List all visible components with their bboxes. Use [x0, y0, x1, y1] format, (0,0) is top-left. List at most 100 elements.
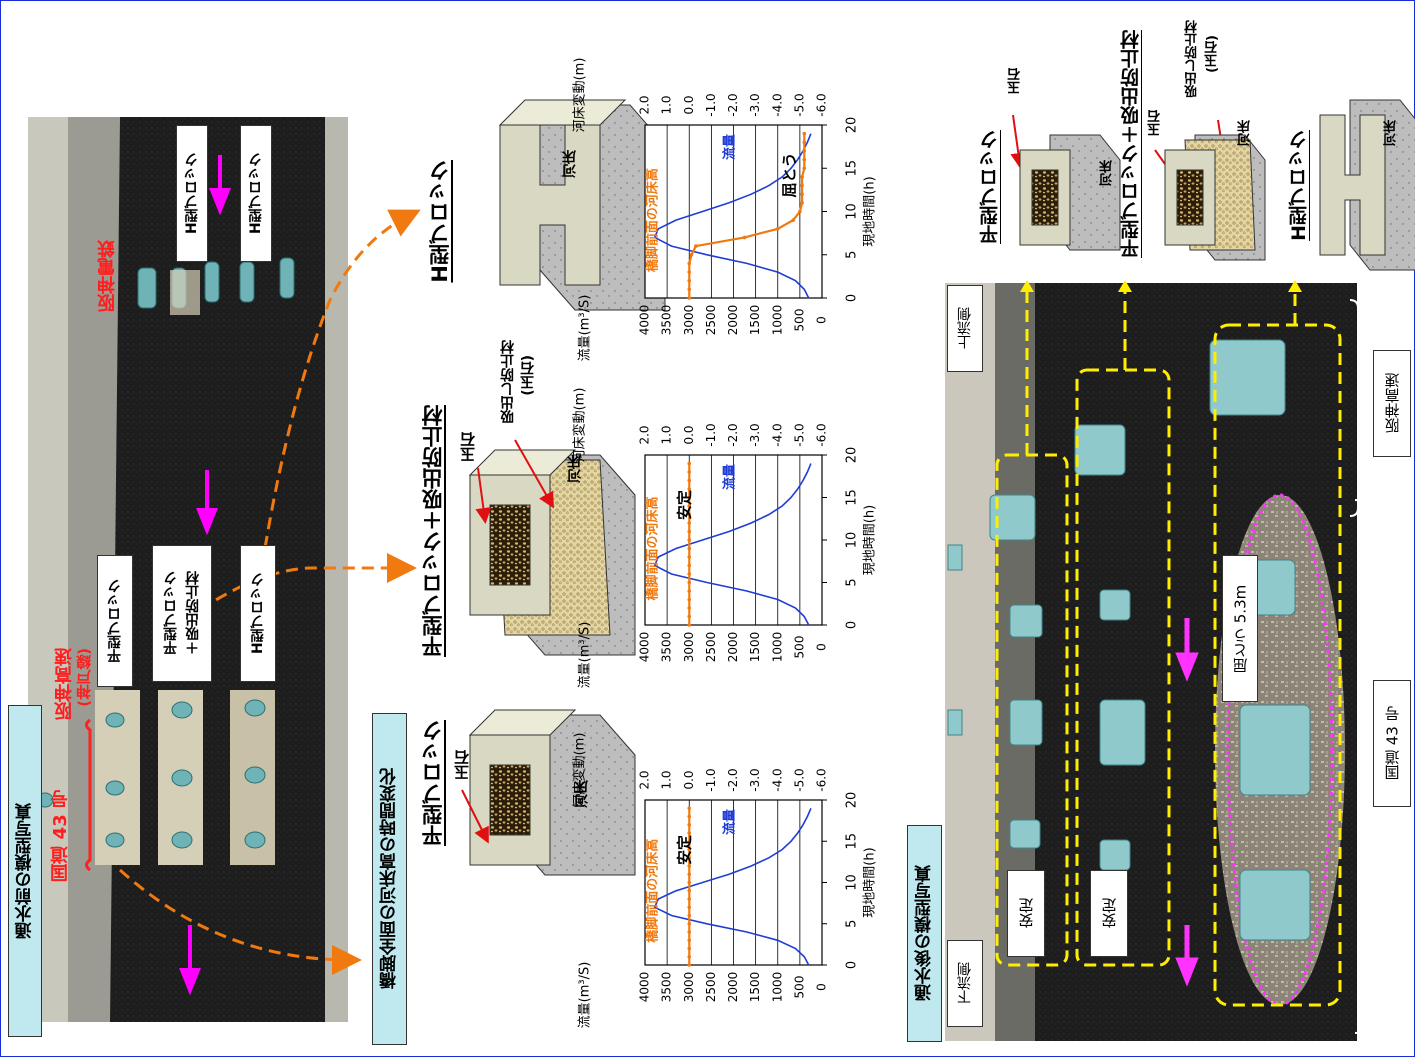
series-point	[687, 897, 692, 901]
right-tick-label: -6.0	[815, 768, 829, 791]
label-hanshin-after: 阪神高速	[1373, 350, 1411, 457]
series-point	[687, 538, 692, 542]
series-point	[694, 244, 698, 248]
right-riverbed-2: 河床	[1238, 120, 1253, 146]
left-tick-label: 3000	[682, 305, 696, 336]
title-flat-stop: 平型ブロック＋吸出防止材	[421, 405, 445, 657]
x-tick-label: 20	[845, 792, 860, 809]
series-point	[689, 252, 694, 257]
series-point	[687, 296, 692, 300]
block-diagram-h	[498, 99, 666, 311]
x-tick-label: 5	[845, 578, 860, 586]
left-tick-label: 1000	[770, 632, 784, 663]
right-stop-material: 吸出し防止材	[1185, 20, 1200, 98]
right-title-flat: 平型ブロック	[979, 130, 1001, 244]
x-tick-label: 5	[845, 920, 860, 928]
label-h-block-top2: H型ブロック	[240, 125, 272, 262]
stop-material-sub: (玉石)	[520, 355, 536, 396]
right-tick-label: -3.0	[748, 768, 762, 791]
left-tick-label: 2500	[704, 972, 718, 1003]
flow-label: 流量	[722, 809, 738, 835]
series-line	[653, 133, 812, 299]
label-downstream: 下流側	[947, 940, 983, 1027]
series-point	[687, 872, 692, 877]
series-point	[687, 606, 692, 610]
right-riverbed-1: 河床	[1100, 160, 1115, 186]
series-point	[802, 140, 807, 145]
right-tick-label: -2.0	[726, 93, 740, 116]
series-point	[687, 572, 692, 576]
left-tick-label: 1000	[770, 305, 784, 336]
flow-label: 流量	[722, 134, 738, 160]
x-tick-label: 20	[845, 447, 860, 464]
right-tick-label: -4.0	[770, 423, 784, 446]
right-tick-label: 2.0	[638, 95, 652, 114]
left-tick-label: 500	[792, 636, 806, 659]
series-point	[687, 597, 692, 602]
right-tick-label: -5.0	[792, 768, 806, 791]
series-point	[687, 512, 692, 517]
xlabel: 現地時間(h)	[863, 505, 878, 575]
series-point	[687, 495, 692, 500]
right-tick-label: 1.0	[660, 425, 674, 444]
panel-title-before: 通水前の模型写真	[8, 705, 42, 1037]
x-tick-label: 10	[845, 532, 860, 549]
series-point	[800, 175, 804, 179]
left-tick-label: 1000	[770, 972, 784, 1003]
series-point	[687, 261, 692, 266]
series-point	[687, 963, 692, 967]
right-stone-2: 玉石	[1148, 110, 1163, 136]
xlabel: 現地時間(h)	[863, 847, 878, 917]
left-tick-label: 2000	[726, 632, 740, 663]
series-point	[687, 623, 692, 627]
series-point	[687, 529, 692, 534]
series-point	[687, 478, 692, 483]
series-point	[687, 930, 692, 934]
label-flat-block-stop: 平型ブロック ＋吸出防止材	[152, 545, 212, 682]
x-tick-label: 5	[845, 251, 860, 259]
left-tick-label: 3000	[682, 972, 696, 1003]
left-tick-label: 3500	[660, 972, 674, 1003]
right-tick-label: -4.0	[770, 93, 784, 116]
label-kobe-line: (神戸線)	[75, 648, 93, 707]
flow-label: 流量	[722, 464, 738, 490]
right-stop-material-sub: (玉石)	[1205, 35, 1220, 73]
x-tick-label: 15	[845, 160, 860, 177]
right-tick-label: -1.0	[704, 768, 718, 791]
right-tick-label: -6.0	[815, 423, 829, 446]
left-tick-label: 500	[792, 976, 806, 999]
series-point	[800, 183, 804, 188]
right-tick-label: 1.0	[660, 95, 674, 114]
label-h-block: H型ブロック	[240, 545, 276, 682]
series-point	[687, 822, 692, 827]
series-point	[687, 287, 692, 292]
ylabel-left: 流量(m³/S)	[578, 962, 593, 1029]
right-tick-label: 0.0	[682, 425, 696, 444]
right-tick-label: -6.0	[815, 93, 829, 116]
right-tick-label: -3.0	[748, 93, 762, 116]
left-tick-label: 2500	[704, 632, 718, 663]
right-diagram-flat-stop	[1164, 134, 1266, 261]
bed-label: 橋脚前面の河床高	[645, 839, 661, 943]
series-point	[687, 470, 692, 474]
series-point	[687, 614, 692, 619]
right-tick-label: -2.0	[726, 768, 740, 791]
series-point	[687, 905, 692, 910]
series-point	[687, 521, 692, 525]
series-point	[687, 938, 692, 943]
series-point	[775, 227, 780, 231]
series-point	[687, 278, 692, 283]
series-point	[687, 806, 692, 811]
right-tick-label: 1.0	[660, 770, 674, 789]
stop-material: 吸出し防止材	[500, 340, 516, 424]
stone-flat-stop: 玉石	[459, 432, 477, 462]
label-flat-block: 平型ブロック	[97, 555, 133, 687]
stone-flat: 玉石	[453, 750, 471, 780]
label-route43: 国道 43 号	[50, 790, 71, 882]
bed-label: 橋脚前面の河床高	[645, 496, 661, 600]
series-point	[687, 847, 692, 852]
left-tick-label: 0	[815, 983, 829, 991]
label-h-block-top1: H型ブロック	[176, 125, 208, 262]
